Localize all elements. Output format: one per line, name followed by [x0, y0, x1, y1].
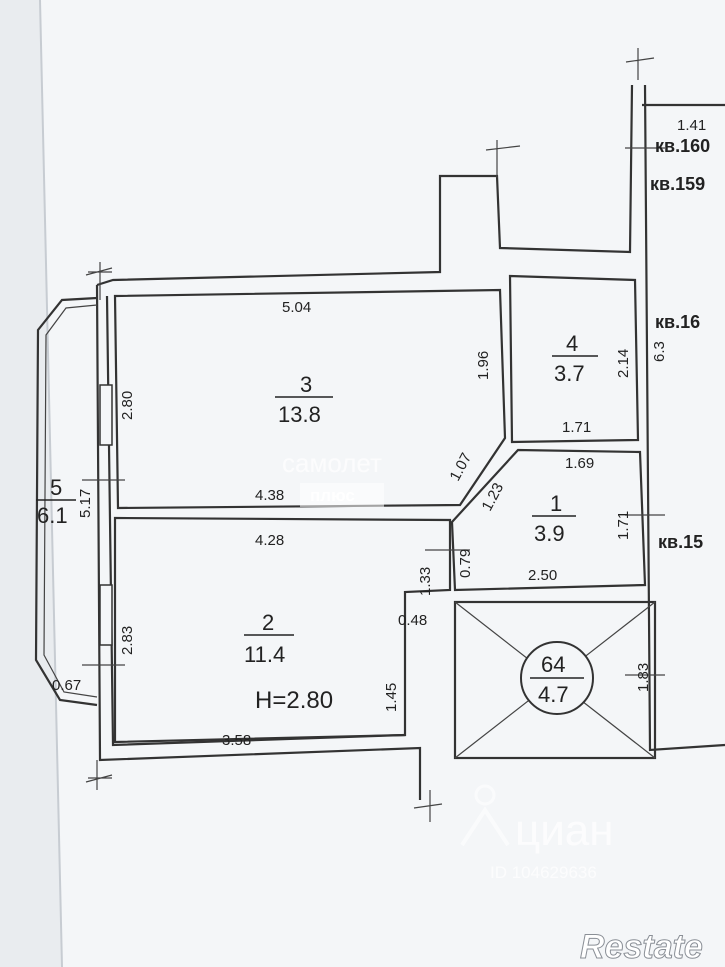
dim-0-79: 0.79	[457, 549, 474, 578]
room-64-number: 64	[541, 652, 565, 677]
neighbor-kv159: кв.159	[650, 174, 705, 194]
room-64-area: 4.7	[538, 682, 569, 707]
room-5-number: 5	[50, 475, 62, 500]
room-4-outline	[508, 274, 640, 444]
dim-2-14: 2.14	[615, 349, 632, 378]
room-1-number: 1	[550, 491, 562, 516]
outer-wall-right	[643, 84, 725, 752]
balcony-inner-line	[43, 304, 98, 698]
plus-watermark-badge	[300, 483, 384, 507]
dim-6-3: 6.3	[651, 341, 668, 362]
dim-1-96: 1.96	[475, 351, 492, 380]
dim-1-33: 1.33	[417, 567, 434, 596]
paper-edge	[39, 0, 63, 967]
balcony-outline	[34, 296, 98, 707]
cian-id-watermark: ID 104629636	[490, 863, 597, 882]
cian-logo-icon	[460, 784, 510, 847]
room-3-area: 13.8	[278, 402, 321, 427]
samolet-watermark: самолет	[282, 448, 382, 478]
dim-1-69: 1.69	[565, 455, 594, 472]
neighbor-kv15: кв.15	[658, 532, 703, 552]
dim-2-50: 2.50	[528, 567, 557, 584]
plus-watermark: плюс	[310, 486, 355, 505]
dim-2-83: 2.83	[119, 626, 136, 655]
shaft-64-outline	[453, 600, 657, 760]
window-room-2	[99, 584, 113, 646]
break-mark-left-bottom	[85, 760, 113, 790]
restate-watermark: Restate	[580, 928, 703, 966]
room-2-number: 2	[262, 610, 274, 635]
break-mark-top-right	[625, 48, 655, 80]
dim-5-17: 5.17	[77, 489, 94, 518]
dim-1-71-right: 1.71	[615, 511, 632, 540]
neighbor-kv16: кв.16	[655, 312, 700, 332]
dim-0-48: 0.48	[398, 612, 427, 629]
break-mark-top	[485, 140, 521, 178]
room-4-number: 4	[566, 331, 578, 356]
dim-1-83: 1.83	[635, 663, 652, 692]
dim-5-04: 5.04	[282, 299, 311, 316]
dim-0-67: 0.67	[52, 677, 81, 694]
room-4-area: 3.7	[554, 361, 585, 386]
room-1-outline	[450, 448, 647, 592]
break-mark-bottom	[413, 790, 443, 822]
dim-2-80: 2.80	[119, 391, 136, 420]
outer-wall-left-bottom	[95, 284, 422, 800]
cian-watermark: циан	[515, 806, 614, 855]
neighbor-kv160: кв.160	[655, 136, 710, 156]
dim-1-71-top: 1.71	[562, 419, 591, 436]
room-2-area: 11.4	[244, 642, 285, 667]
break-mark-left-top	[85, 262, 113, 300]
room-1-area: 3.9	[534, 521, 565, 546]
ceiling-height-label: H=2.80	[255, 687, 333, 714]
outer-wall-top	[96, 84, 634, 287]
dim-4-28: 4.28	[255, 532, 284, 549]
dim-4-38: 4.38	[255, 487, 284, 504]
dim-1-45: 1.45	[383, 683, 400, 712]
dim-3-58: 3.58	[222, 732, 251, 749]
room-5-area: 6.1	[37, 503, 68, 528]
room-3-number: 3	[300, 372, 312, 397]
dim-1-41: 1.41	[677, 117, 706, 134]
window-room-3	[99, 384, 113, 446]
room-3-outline	[113, 288, 507, 510]
room-2-outline	[113, 516, 452, 744]
